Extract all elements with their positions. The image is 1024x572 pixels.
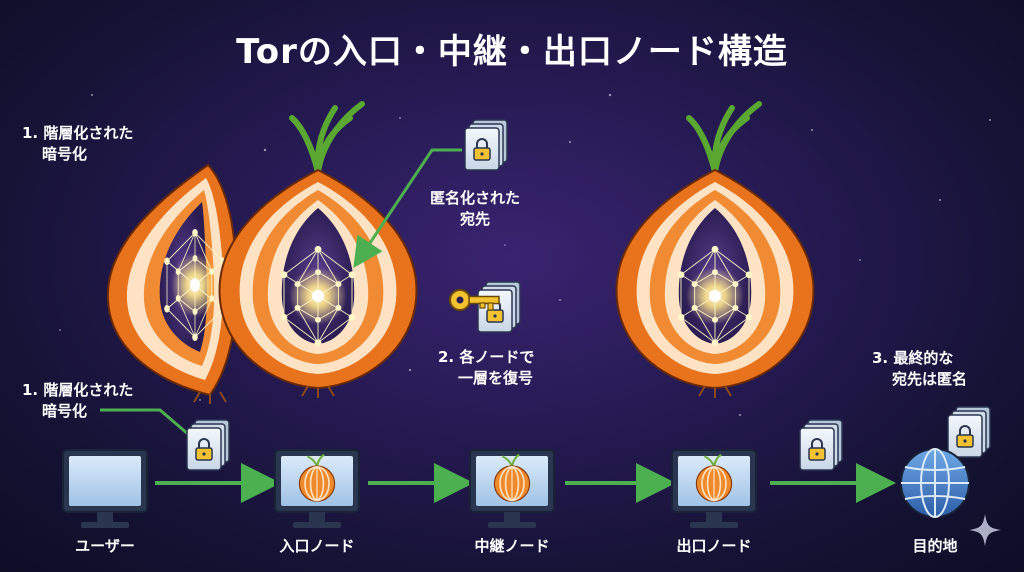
- label-line: 匿名化された: [430, 189, 521, 207]
- monitor-entry: [274, 449, 360, 528]
- label-layered-encryption-top: 1. 階層化された 暗号化: [22, 123, 133, 165]
- pointer-line: [353, 148, 462, 268]
- label-line: 宛先は匿名: [892, 370, 968, 388]
- label-line: 1. 階層化された: [22, 381, 134, 399]
- lock-document-icon: [947, 406, 991, 458]
- label-decrypt-layer: 2. 各ノードで 一層を復号: [438, 347, 534, 389]
- label-layered-encryption-bottom: 1. 階層化された 暗号化: [22, 380, 133, 422]
- monitor-user: [62, 449, 148, 528]
- onion-exit-icon: [615, 101, 815, 398]
- caption-user: ユーザー: [75, 537, 135, 555]
- label-line: 2. 各ノードで: [438, 348, 535, 366]
- monitor-relay: [469, 449, 555, 528]
- lock-document-icon: [464, 119, 508, 171]
- label-line: 一層を復号: [458, 369, 534, 387]
- sparkle-icon: [969, 514, 1001, 546]
- caption-exit-node: 出口ノード: [676, 537, 752, 555]
- lock-document-icon: [799, 419, 843, 471]
- label-anonymized-destination: 匿名化された 宛先: [430, 188, 520, 230]
- label-line: 暗号化: [42, 402, 88, 420]
- caption-destination: 目的地: [912, 537, 958, 555]
- label-line: 1. 階層化された: [22, 124, 134, 142]
- star-field: [59, 93, 991, 416]
- onion-half-icon: [106, 163, 238, 404]
- monitor-exit: [671, 449, 757, 528]
- globe-icon: [900, 448, 970, 518]
- lock-document-icon: [186, 419, 230, 471]
- pointer-line-bottom: [100, 408, 196, 442]
- label-final-destination: 3. 最終的な 宛先は匿名: [872, 348, 967, 390]
- caption-entry-node: 入口ノード: [279, 537, 355, 555]
- caption-relay-node: 中継ノード: [474, 537, 550, 555]
- label-line: 宛先: [460, 210, 491, 228]
- key-icon: [449, 289, 500, 311]
- onion-entry-icon: [218, 101, 418, 398]
- label-line: 暗号化: [42, 145, 88, 163]
- page-title: Torの入口・中継・出口ノード構造: [236, 32, 788, 72]
- label-line: 3. 最終的な: [872, 349, 954, 367]
